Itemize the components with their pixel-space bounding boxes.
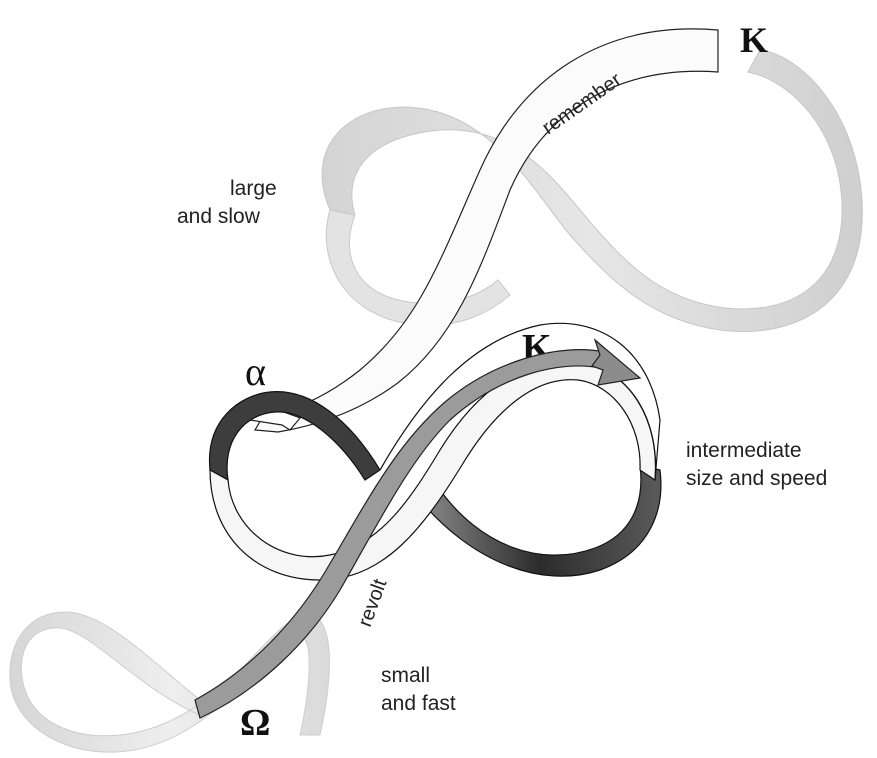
revolt-arrow-head	[591, 338, 642, 386]
small-fast-cycle: revolt Ω small and fast	[9, 338, 642, 753]
large-slow-label-line2: and slow	[177, 205, 261, 228]
alpha-label: α	[245, 349, 266, 394]
kappa-top-label: K	[740, 20, 768, 60]
large-loop-ribbon-left	[325, 209, 511, 326]
intermediate-label-line1: intermediate	[686, 439, 802, 462]
revolt-label: revolt	[354, 576, 392, 630]
intermediate-label-line2: size and speed	[686, 467, 827, 490]
large-slow-label-line1: large	[230, 177, 277, 200]
intermediate-cycle: K α intermediate size and speed	[208, 322, 827, 581]
intermediate-loop-outer-edge	[379, 322, 661, 481]
large-loop-ribbon-back	[321, 49, 863, 332]
remember-arrow-band	[254, 28, 719, 433]
small-loop-ribbon	[9, 611, 330, 753]
omega-label: Ω	[240, 702, 270, 744]
small-fast-label-line1: small	[381, 664, 430, 687]
intermediate-loop-light-band	[209, 360, 657, 581]
intermediate-loop-dark-band	[419, 464, 662, 577]
small-fast-label-line2: and fast	[381, 692, 456, 715]
